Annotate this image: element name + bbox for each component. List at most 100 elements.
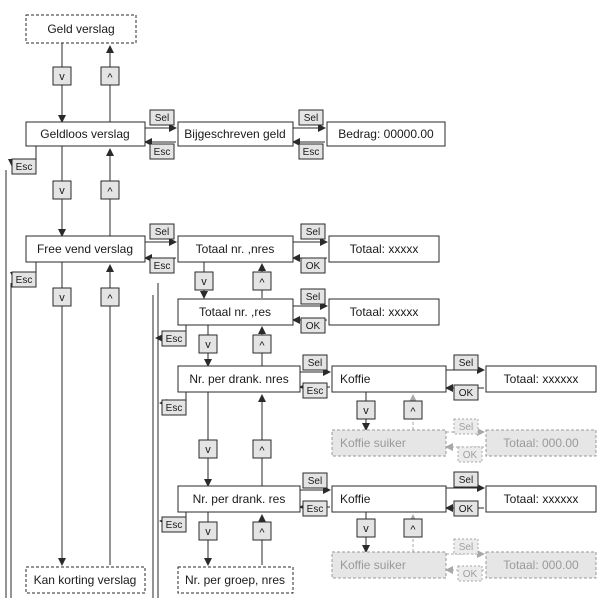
- key-down-6: v: [198, 439, 218, 459]
- node-totaal-xxxxxx-1: Totaal: xxxxxx: [485, 365, 597, 393]
- node-kan-korting-verslag-label: Kan korting verslag: [34, 573, 137, 587]
- svg-text:v: v: [59, 185, 65, 197]
- key-sel-5: Sel: [300, 288, 326, 305]
- key-down-4: v: [194, 271, 214, 291]
- key-esc-10: Esc: [302, 500, 328, 517]
- key-esc-6: Esc: [161, 330, 187, 347]
- key-sel-2: Sel: [298, 109, 324, 126]
- key-ok-4: OK: [453, 500, 479, 517]
- svg-text:OK: OK: [459, 388, 474, 399]
- key-down-5: v: [198, 334, 218, 354]
- svg-text:Esc: Esc: [154, 147, 171, 158]
- key-up-1: ^: [100, 66, 120, 86]
- svg-text:v: v: [201, 276, 207, 288]
- key-sel-9: Sel: [453, 471, 479, 488]
- node-nr-per-groep-nres: Nr. per groep, nres: [177, 566, 294, 594]
- node-geld-verslag: Geld verslag: [25, 14, 137, 44]
- node-koffie-suiker-2: Koffie suiker: [331, 551, 447, 579]
- node-koffie-2: Koffie: [331, 485, 447, 513]
- node-nr-per-drank-nres: Nr. per drank. nres: [177, 365, 301, 393]
- key-sel-8: Sel: [302, 472, 328, 489]
- svg-text:^: ^: [107, 293, 113, 305]
- node-totaal-xxxxx-1-label: Totaal: xxxxx: [350, 242, 419, 256]
- node-geldloos-verslag-label: Geldloos verslag: [40, 127, 129, 141]
- svg-text:Sel: Sel: [308, 476, 322, 487]
- key-up-9: ^: [403, 518, 423, 538]
- svg-text:v: v: [205, 339, 211, 351]
- node-totaal-xxxxxx-2: Totaal: xxxxxx: [485, 485, 597, 513]
- svg-text:^: ^: [259, 340, 265, 352]
- key-down-2: v: [52, 180, 72, 200]
- node-totaal-xxxxxx-1-label: Totaal: xxxxxx: [504, 372, 579, 386]
- node-totaal-xxxxx-2: Totaal: xxxxx: [328, 298, 440, 326]
- node-nr-per-drank-res-label: Nr. per drank. res: [193, 492, 286, 506]
- node-bijgeschreven-geld: Bijgeschreven geld: [177, 121, 294, 147]
- svg-text:Esc: Esc: [307, 386, 324, 397]
- svg-text:Esc: Esc: [307, 504, 324, 515]
- key-ok-2: OK: [300, 317, 326, 334]
- key-esc-9: Esc: [302, 382, 328, 399]
- svg-text:v: v: [205, 444, 211, 456]
- svg-text:v: v: [363, 523, 369, 535]
- key-down-3: v: [52, 287, 72, 307]
- node-bedrag: Bedrag: 00000.00: [326, 121, 446, 147]
- svg-text:^: ^: [107, 72, 113, 84]
- key-down-7: v: [198, 521, 218, 541]
- key-down-9: v: [356, 518, 376, 538]
- key-esc-1: Esc: [11, 158, 37, 175]
- svg-text:^: ^: [259, 445, 265, 457]
- node-koffie-suiker-2-label: Koffie suiker: [340, 558, 406, 572]
- svg-text:OK: OK: [463, 569, 478, 580]
- key-ghost-sel-2: Sel: [453, 538, 479, 555]
- key-esc-5: Esc: [149, 257, 175, 274]
- svg-text:Esc: Esc: [303, 147, 320, 158]
- svg-text:Sel: Sel: [459, 422, 473, 433]
- svg-text:Sel: Sel: [459, 542, 473, 553]
- svg-text:Sel: Sel: [155, 113, 169, 124]
- svg-text:^: ^: [107, 186, 113, 198]
- key-up-8: ^: [403, 400, 423, 420]
- node-koffie-2-label: Koffie: [340, 492, 371, 506]
- node-free-vend-verslag-label: Free vend verslag: [37, 242, 133, 256]
- key-ok-1: OK: [300, 257, 326, 274]
- svg-text:Sel: Sel: [155, 227, 169, 238]
- key-up-5: ^: [252, 334, 272, 354]
- svg-text:v: v: [363, 405, 369, 417]
- key-down-1: v: [52, 66, 72, 86]
- node-totaal-xxxxxx-2-label: Totaal: xxxxxx: [504, 492, 579, 506]
- svg-text:Esc: Esc: [166, 403, 183, 414]
- key-down-8: v: [356, 400, 376, 420]
- svg-text:Sel: Sel: [306, 227, 320, 238]
- key-up-4: ^: [252, 271, 272, 291]
- key-ghost-ok-1: OK: [457, 446, 483, 463]
- node-bedrag-label: Bedrag: 00000.00: [338, 127, 434, 141]
- svg-text:Esc: Esc: [166, 520, 183, 531]
- node-nr-per-drank-nres-label: Nr. per drank. nres: [189, 372, 288, 386]
- node-totaal-nr-nres: Totaal nr. ,nres: [177, 235, 294, 263]
- node-koffie-suiker-1-label: Koffie suiker: [340, 436, 406, 450]
- svg-text:Sel: Sel: [306, 292, 320, 303]
- svg-text:Esc: Esc: [154, 261, 171, 272]
- node-nr-per-groep-nres-label: Nr. per groep, nres: [185, 573, 285, 587]
- svg-text:OK: OK: [463, 450, 478, 461]
- key-sel-7: Sel: [453, 354, 479, 371]
- svg-text:^: ^: [259, 527, 265, 539]
- svg-text:Esc: Esc: [166, 334, 183, 345]
- svg-text:OK: OK: [459, 504, 474, 515]
- key-esc-7: Esc: [161, 399, 187, 416]
- svg-text:Sel: Sel: [459, 475, 473, 486]
- svg-text:v: v: [59, 71, 65, 83]
- node-bijgeschreven-geld-label: Bijgeschreven geld: [184, 127, 285, 141]
- svg-text:^: ^: [410, 406, 416, 418]
- node-totaal-xxxxx-2-label: Totaal: xxxxx: [350, 305, 419, 319]
- svg-text:Esc: Esc: [16, 275, 33, 286]
- key-esc-8: Esc: [161, 516, 187, 533]
- node-nr-per-drank-res: Nr. per drank. res: [177, 485, 301, 513]
- node-koffie-1: Koffie: [331, 365, 447, 393]
- node-totaal-nr-res-label: Totaal nr. ,res: [199, 305, 271, 319]
- key-ok-3: OK: [453, 384, 479, 401]
- svg-text:Sel: Sel: [304, 113, 318, 124]
- svg-text:Sel: Sel: [308, 358, 322, 369]
- node-kan-korting-verslag: Kan korting verslag: [25, 566, 146, 594]
